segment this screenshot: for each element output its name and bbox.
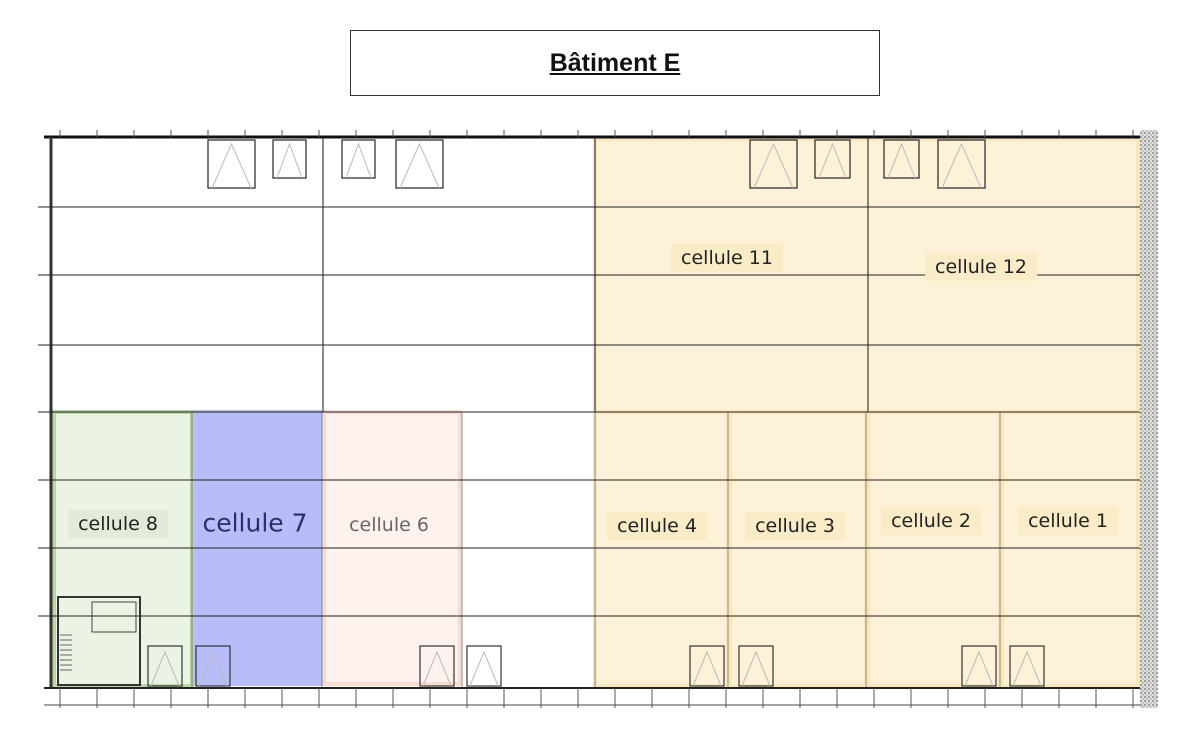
building-title-box: Bâtiment E <box>350 30 880 96</box>
dock-ramp-icon <box>818 142 847 179</box>
dock-ramp-icon <box>345 142 372 179</box>
label-cellule-4: cellule 4 <box>607 512 707 540</box>
dock-door-icon <box>395 139 444 189</box>
dock-door-icon <box>341 139 376 179</box>
dock-ramp-icon <box>753 142 794 189</box>
label-cellule-1: cellule 1 <box>1018 507 1118 535</box>
dock-door-icon <box>937 139 986 189</box>
office-room <box>91 601 137 633</box>
dock-ramp-icon <box>198 650 228 687</box>
dock-ramp-icon <box>692 650 722 687</box>
dock-ramp-icon <box>422 650 452 687</box>
dock-door-icon <box>961 645 997 687</box>
label-cellule-12: cellule 12 <box>925 253 1037 281</box>
dock-door-icon <box>883 139 920 179</box>
dock-door-icon <box>749 139 798 189</box>
dock-ramp-icon <box>1012 650 1042 687</box>
zone-cellule-3 <box>728 410 868 688</box>
dock-ramp-icon <box>276 142 303 179</box>
label-cellule-8: cellule 8 <box>68 510 168 538</box>
dock-door-icon <box>272 139 307 179</box>
dock-ramp-icon <box>211 142 252 189</box>
dock-ramp-icon <box>399 142 440 189</box>
dock-door-icon <box>1009 645 1045 687</box>
dock-ramp-icon <box>150 650 180 687</box>
label-cellule-7: cellule 7 <box>202 508 308 538</box>
dock-door-icon <box>419 645 455 687</box>
dock-door-icon <box>147 645 183 687</box>
dock-door-icon <box>814 139 851 179</box>
dock-door-icon <box>466 645 502 687</box>
dock-door-icon <box>738 645 774 687</box>
dock-ramp-icon <box>941 142 982 189</box>
dock-ramp-icon <box>741 650 771 687</box>
office-block <box>57 596 141 686</box>
dock-door-icon <box>689 645 725 687</box>
hatched-wall <box>1140 130 1158 708</box>
building-title: Bâtiment E <box>549 48 681 77</box>
label-cellule-2: cellule 2 <box>881 507 981 535</box>
dock-ramp-icon <box>469 650 499 687</box>
dock-ramp-icon <box>964 650 994 687</box>
label-cellule-11: cellule 11 <box>671 244 783 272</box>
dock-ramp-icon <box>887 142 916 179</box>
dock-door-icon <box>207 139 256 189</box>
label-cellule-6: cellule 6 <box>349 514 429 536</box>
dock-door-icon <box>195 645 231 687</box>
label-cellule-3: cellule 3 <box>745 512 845 540</box>
